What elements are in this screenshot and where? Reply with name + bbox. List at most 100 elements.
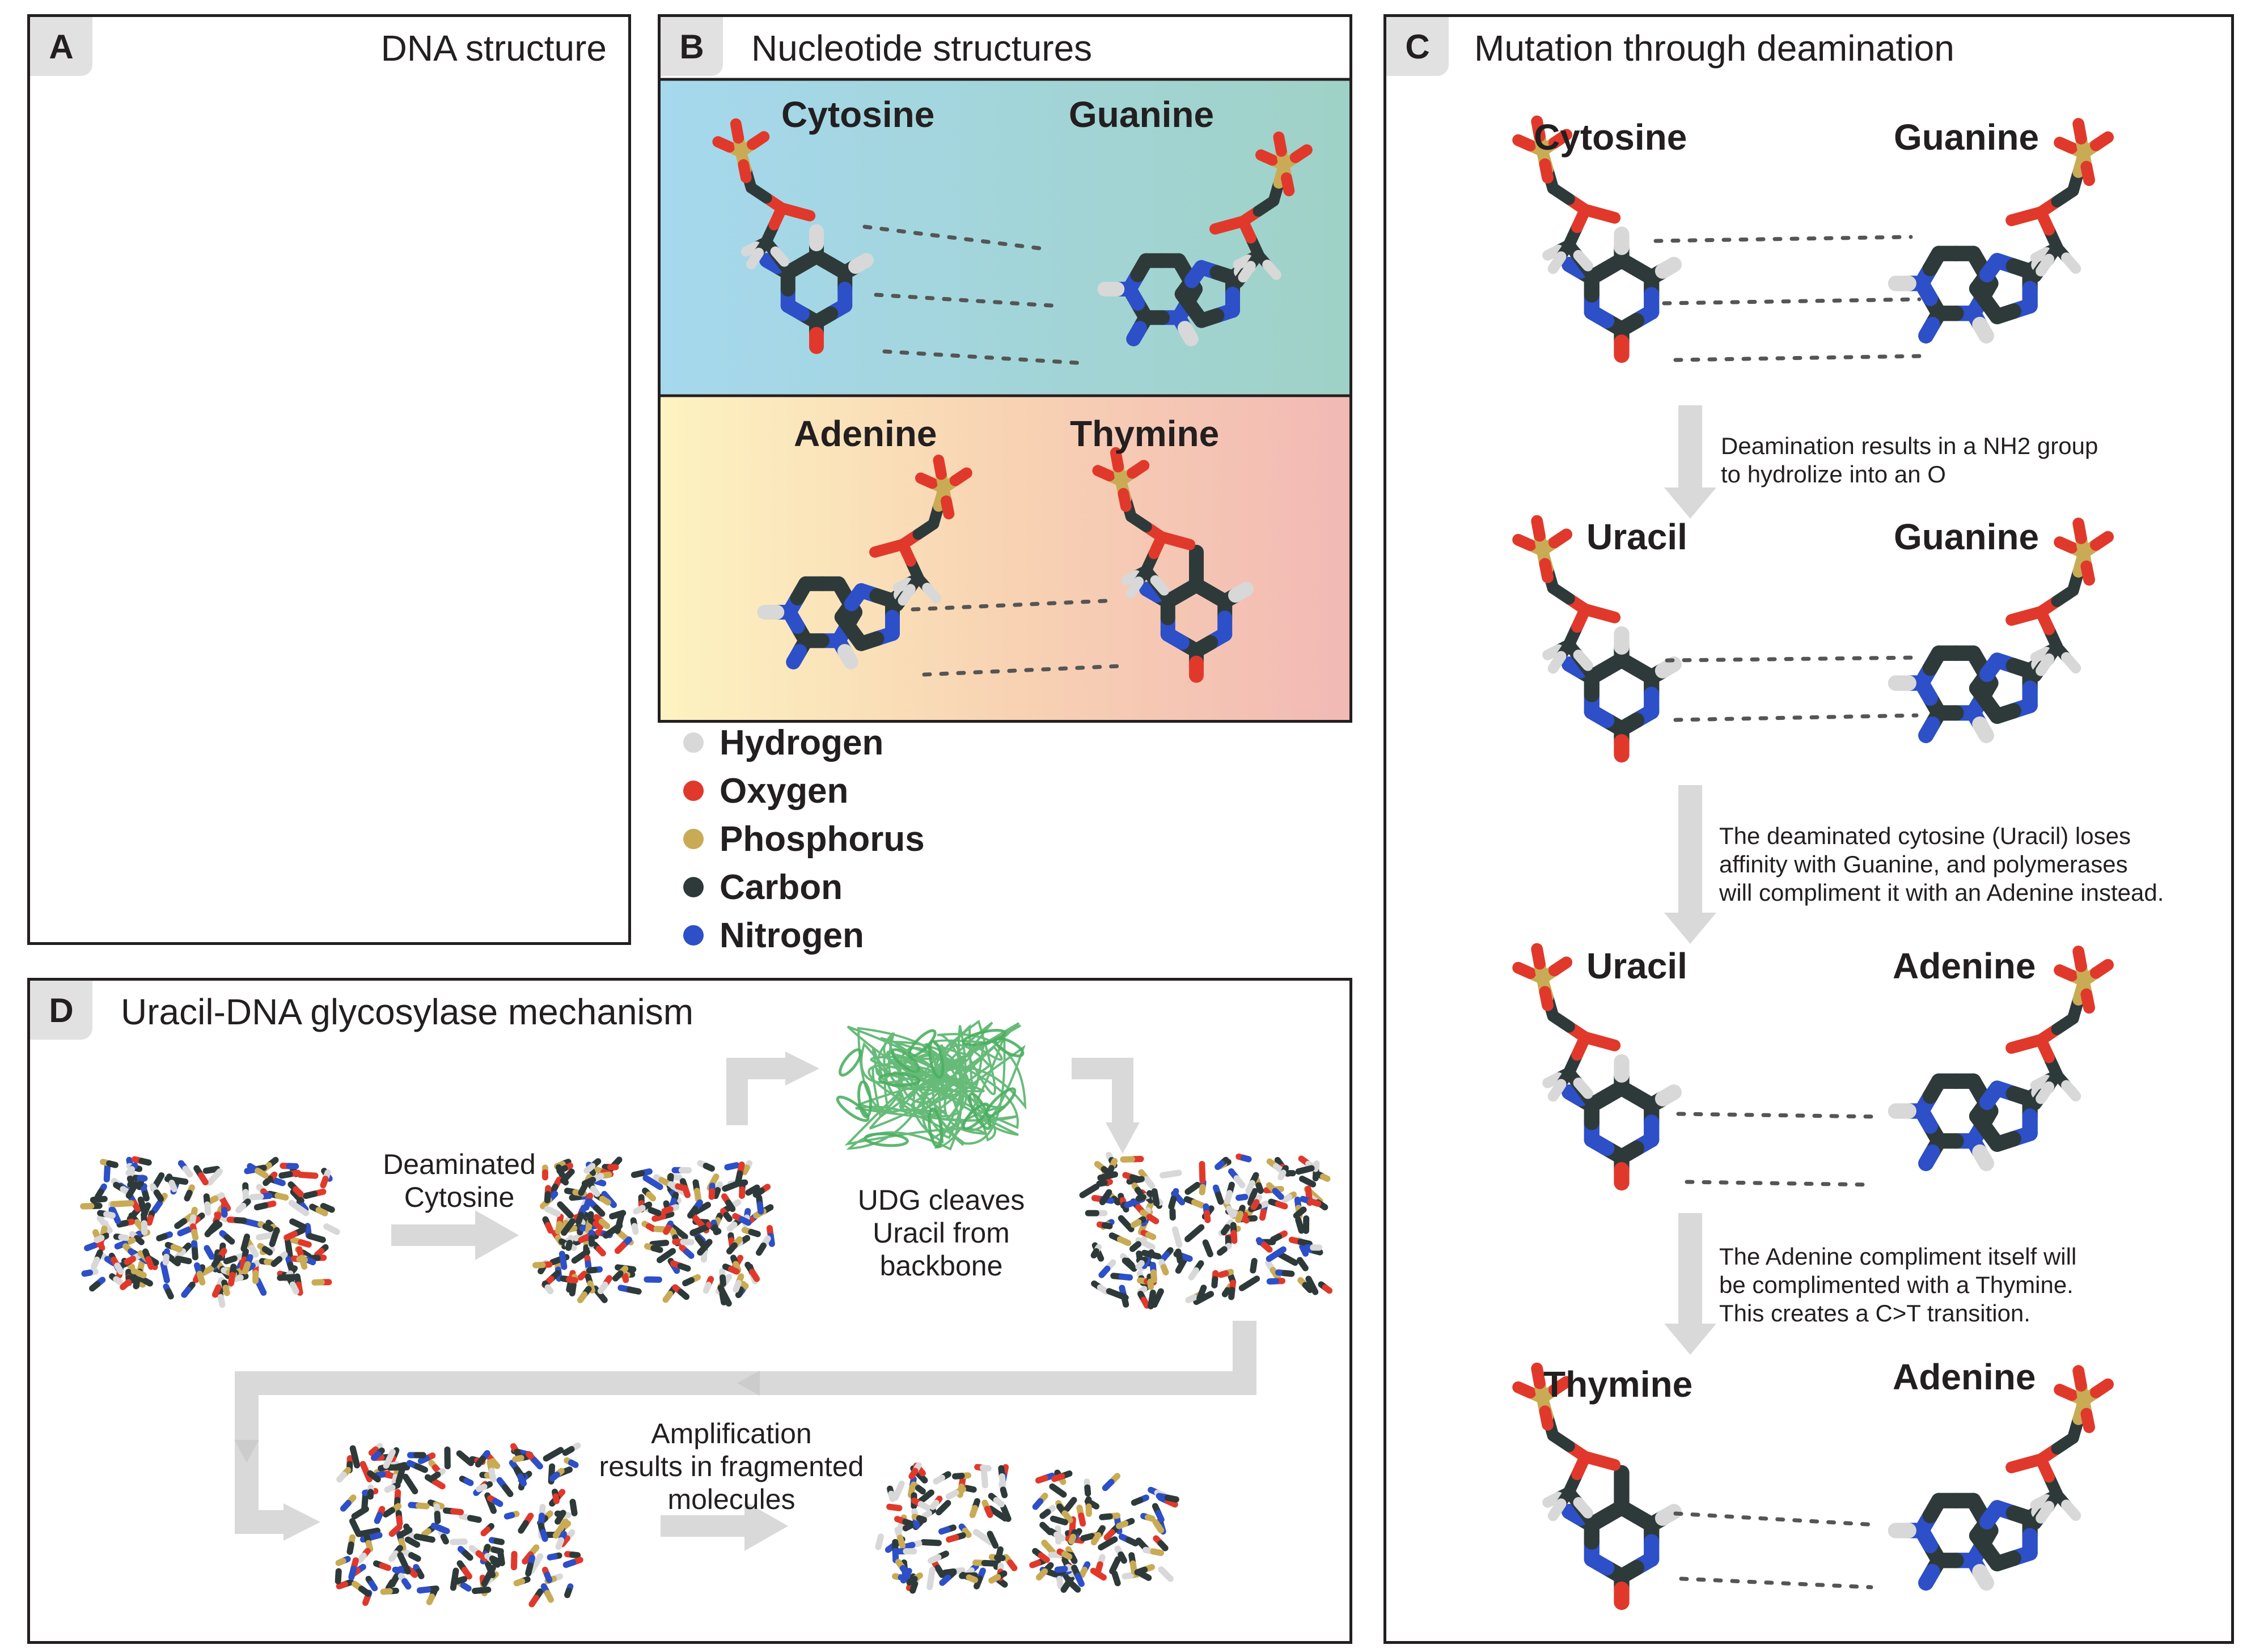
cluster-stick — [543, 1447, 564, 1462]
cluster-stick — [100, 1220, 109, 1237]
cluster-stick — [1203, 1203, 1211, 1223]
cluster-stick — [348, 1557, 359, 1580]
cluster-stick — [577, 1286, 592, 1303]
panel-b-adenine-phosphate-bond — [933, 455, 950, 494]
cluster-stick — [81, 1268, 99, 1277]
panel-c-row3-right: Adenine — [1893, 946, 2036, 986]
panel-c-row4-right: Adenine — [1893, 1356, 2036, 1397]
cluster-stick — [1235, 1153, 1252, 1163]
right-arrow-shaft — [661, 1515, 746, 1537]
cluster-stick — [129, 1231, 145, 1245]
panel-c-guanine-1-substituent — [1918, 306, 1947, 344]
cluster-stick — [720, 1207, 733, 1222]
right-arrow-shaft — [391, 1224, 476, 1246]
panel-c-row3-left: Uracil — [1586, 946, 1687, 986]
cluster-stick — [1212, 1184, 1224, 1205]
cluster-stick — [1215, 1156, 1229, 1171]
cluster-stick — [456, 1560, 472, 1580]
cluster-stick — [84, 1239, 104, 1252]
panel-b-thymine-phosphate-bond — [1110, 447, 1127, 487]
bent-arrow-head — [1106, 1122, 1140, 1154]
bent-arrow-right-down — [1072, 1058, 1133, 1125]
cluster-stick — [458, 1513, 482, 1523]
cluster-stick — [392, 1462, 408, 1471]
cluster-stick — [389, 1566, 404, 1588]
cluster-stick — [722, 1263, 740, 1275]
cluster-stick — [687, 1199, 703, 1219]
cluster-stick — [1300, 1196, 1322, 1207]
panel-c-adenine-4-substituent — [1965, 1553, 1994, 1591]
cluster-stick — [752, 1184, 771, 1198]
cluster-stick — [416, 1585, 439, 1594]
cluster-stick — [522, 1544, 540, 1565]
cluster-stick — [232, 1273, 249, 1282]
cluster-stick — [564, 1583, 574, 1599]
panel-b-guanine-substituent — [1126, 310, 1153, 346]
cluster-stick — [1230, 1222, 1238, 1244]
panel-b-cytosine-label: Cytosine — [781, 94, 935, 135]
cluster-stick — [426, 1588, 438, 1605]
cluster-stick — [1149, 1262, 1158, 1283]
cluster-stick — [249, 1193, 273, 1201]
panel-c-uracil-3-hydrogen-bond — [1564, 1067, 1593, 1099]
cluster-stick — [475, 1450, 490, 1468]
cluster-stick — [408, 1502, 430, 1510]
cluster-stick — [1096, 1221, 1113, 1230]
cluster-stick — [1118, 1215, 1135, 1232]
panel-c-guanine-2-phosphate-bond — [2072, 518, 2090, 559]
cluster-stick — [314, 1244, 329, 1258]
cluster-stick — [540, 1583, 555, 1603]
panel-c-thymine-4-substituent — [1644, 1504, 1682, 1533]
panel-b-thymine-substituent — [1217, 582, 1254, 609]
cluster-stick — [438, 1529, 449, 1545]
cluster-stick — [397, 1527, 413, 1538]
cluster-stick — [672, 1284, 690, 1300]
legend-item-nitrogen: Nitrogen — [683, 913, 864, 958]
legend-item-hydrogen: Hydrogen — [683, 720, 883, 765]
cluster-stick — [544, 1185, 552, 1203]
cluster-stick — [219, 1230, 235, 1245]
panel-b-thymine-hydrogen-bond — [1141, 565, 1170, 596]
cluster-stick — [456, 1450, 474, 1466]
cluster-stick — [380, 1587, 399, 1595]
cluster-stick — [89, 1277, 106, 1292]
cluster-stick — [1196, 1285, 1207, 1302]
cluster-stick — [97, 1210, 116, 1219]
cluster-stick — [1184, 1224, 1205, 1243]
cluster-stick — [744, 1261, 760, 1282]
cluster-stick — [724, 1162, 740, 1171]
cluster-stick — [472, 1586, 492, 1595]
cluster-stick — [125, 1181, 139, 1199]
cluster-stick — [487, 1495, 503, 1507]
cluster-stick — [113, 1233, 129, 1241]
cluster-stick — [253, 1200, 277, 1211]
right-arrow-head — [475, 1210, 519, 1260]
cluster-stick — [146, 1210, 155, 1226]
panel-c-row1-left: Cytosine — [1534, 117, 1687, 158]
cluster-stick — [1151, 1288, 1164, 1308]
cluster-stick — [221, 1202, 228, 1218]
cluster-stick — [433, 1503, 441, 1524]
cluster-stick — [641, 1220, 657, 1232]
cluster-stick — [189, 1223, 199, 1241]
cluster-stick — [94, 1232, 109, 1243]
cluster-stick — [352, 1580, 371, 1597]
cluster-stick — [518, 1512, 534, 1534]
cluster-stick — [1265, 1260, 1281, 1281]
cluster-stick — [651, 1211, 675, 1222]
panel-b-guanine-ring-bond — [1174, 286, 1209, 328]
cluster-stick — [631, 1168, 653, 1179]
cluster-stick — [614, 1236, 632, 1254]
cluster-stick — [340, 1494, 357, 1512]
panel-c-uracil-3-phosphate-bond — [1531, 943, 1548, 985]
cluster-stick — [670, 1260, 691, 1272]
cluster-stick — [109, 1273, 124, 1286]
cluster-stick — [581, 1173, 604, 1187]
cluster-stick — [94, 1183, 107, 1200]
cluster-stick — [642, 1187, 657, 1202]
down-arrow-head — [1664, 488, 1716, 519]
cluster-stick — [290, 1237, 312, 1248]
cluster-stick — [1266, 1278, 1285, 1285]
dna-fragment-pre-amplification — [335, 1442, 583, 1608]
cluster-stick — [1277, 1165, 1289, 1181]
